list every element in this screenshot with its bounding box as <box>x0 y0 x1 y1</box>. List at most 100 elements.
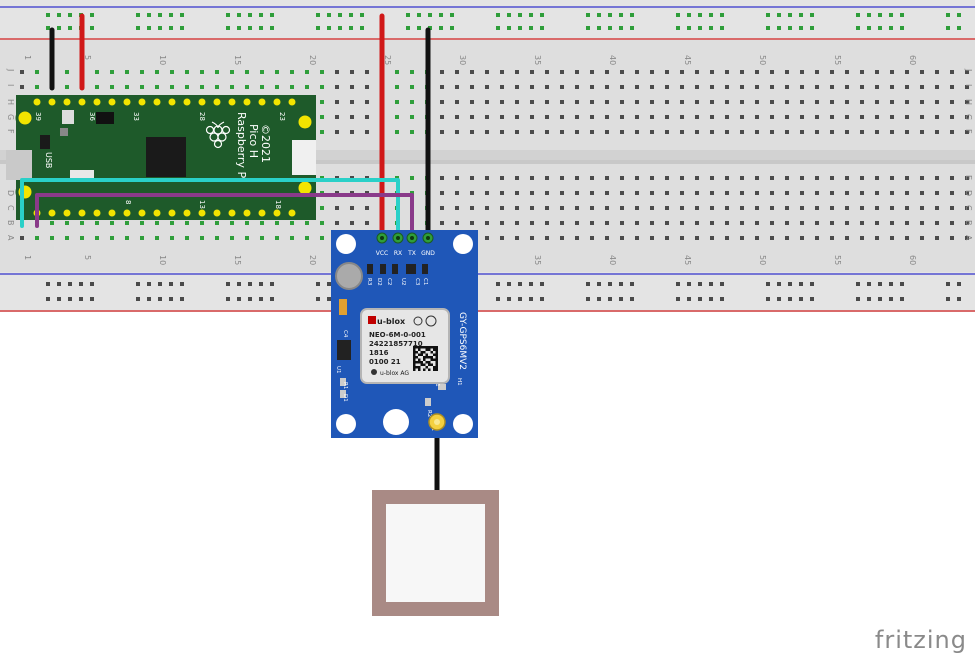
rail-hole <box>946 282 950 286</box>
rail-hole <box>878 282 882 286</box>
gps-components <box>337 264 446 406</box>
breadboard-hole <box>740 85 744 89</box>
pico-pin <box>258 209 266 217</box>
breadboard-hole <box>530 85 534 89</box>
rail-hole <box>867 26 871 30</box>
breadboard-hole <box>395 115 399 119</box>
pico-pin <box>78 209 86 217</box>
rail-hole <box>57 297 61 301</box>
rail-hole <box>799 26 803 30</box>
breadboard-hole <box>620 85 624 89</box>
rail-hole <box>529 13 533 17</box>
breadboard-hole <box>725 206 729 210</box>
breadboard-hole <box>920 236 924 240</box>
breadboard-hole <box>575 236 579 240</box>
breadboard-hole <box>515 191 519 195</box>
breadboard-hole <box>665 236 669 240</box>
row-letter: G <box>6 114 15 120</box>
breadboard-hole <box>710 100 714 104</box>
breadboard-hole <box>545 221 549 225</box>
breadboard-hole <box>905 221 909 225</box>
breadboard-hole <box>710 130 714 134</box>
breadboard-hole <box>905 191 909 195</box>
row-letter: J <box>964 68 973 71</box>
gps-pin-label: TX <box>407 250 416 257</box>
column-number: 60 <box>908 55 917 65</box>
rail-hole <box>237 297 241 301</box>
component-label: H1 <box>456 378 462 386</box>
rail-hole <box>799 297 803 301</box>
rail-hole <box>68 282 72 286</box>
breadboard-hole <box>350 115 354 119</box>
breadboard-hole <box>935 236 939 240</box>
pico-pin-headers <box>33 98 296 217</box>
breadboard-hole <box>740 115 744 119</box>
rail-hole <box>788 297 792 301</box>
breadboard-hole <box>170 70 174 74</box>
breadboard-hole <box>560 85 564 89</box>
column-number: 45 <box>683 55 692 65</box>
breadboard-hole <box>740 236 744 240</box>
pico-pin <box>153 209 161 217</box>
breadboard-hole <box>605 221 609 225</box>
breadboard-hole <box>530 100 534 104</box>
breadboard-hole <box>875 221 879 225</box>
breadboard-hole <box>635 85 639 89</box>
breadboard-hole <box>290 221 294 225</box>
breadboard-hole <box>935 221 939 225</box>
pico-pin <box>243 209 251 217</box>
breadboard-hole <box>950 191 954 195</box>
breadboard-hole <box>920 70 924 74</box>
breadboard-hole <box>155 70 159 74</box>
breadboard-hole <box>35 70 39 74</box>
breadboard-hole <box>335 100 339 104</box>
breadboard-hole <box>605 191 609 195</box>
rail-hole <box>136 13 140 17</box>
rail-hole <box>180 282 184 286</box>
breadboard-hole <box>155 236 159 240</box>
patch-antenna <box>372 490 499 616</box>
breadboard-hole <box>305 236 309 240</box>
breadboard-hole <box>845 221 849 225</box>
breadboard-hole <box>485 130 489 134</box>
breadboard-hole <box>890 115 894 119</box>
rail-hole <box>237 13 241 17</box>
breadboard-hole <box>740 206 744 210</box>
breadboard-hole <box>245 236 249 240</box>
breadboard-hole <box>440 70 444 74</box>
pico-pin <box>138 98 146 106</box>
breadboard-hole <box>320 70 324 74</box>
breadboard-hole <box>800 236 804 240</box>
breadboard-hole <box>665 191 669 195</box>
breadboard-hole <box>290 236 294 240</box>
breadboard-hole <box>575 221 579 225</box>
breadboard-hole <box>770 176 774 180</box>
breadboard-hole <box>215 236 219 240</box>
breadboard-hole <box>905 85 909 89</box>
breadboard-hole <box>830 130 834 134</box>
pico-pin <box>288 209 296 217</box>
breadboard-hole <box>335 115 339 119</box>
breadboard-hole <box>635 221 639 225</box>
rail-hole <box>957 26 961 30</box>
breadboard-hole <box>860 85 864 89</box>
breadboard-hole <box>950 236 954 240</box>
column-number: 5 <box>83 55 92 60</box>
breadboard-hole <box>680 100 684 104</box>
breadboard-hole <box>200 85 204 89</box>
pico-pin <box>108 98 116 106</box>
rail-hole <box>46 282 50 286</box>
column-number: 10 <box>158 55 167 65</box>
pico-pin-number: 23 <box>278 112 286 121</box>
rail-hole <box>180 297 184 301</box>
breadboard-hole <box>530 176 534 180</box>
rail-hole <box>270 26 274 30</box>
rail-hole <box>946 297 950 301</box>
rail-hole <box>507 13 511 17</box>
breadboard-hole <box>545 236 549 240</box>
component-label: R1 <box>342 382 348 389</box>
breadboard-hole <box>260 85 264 89</box>
rail-hole <box>597 297 601 301</box>
datamatrix-code <box>413 346 438 371</box>
